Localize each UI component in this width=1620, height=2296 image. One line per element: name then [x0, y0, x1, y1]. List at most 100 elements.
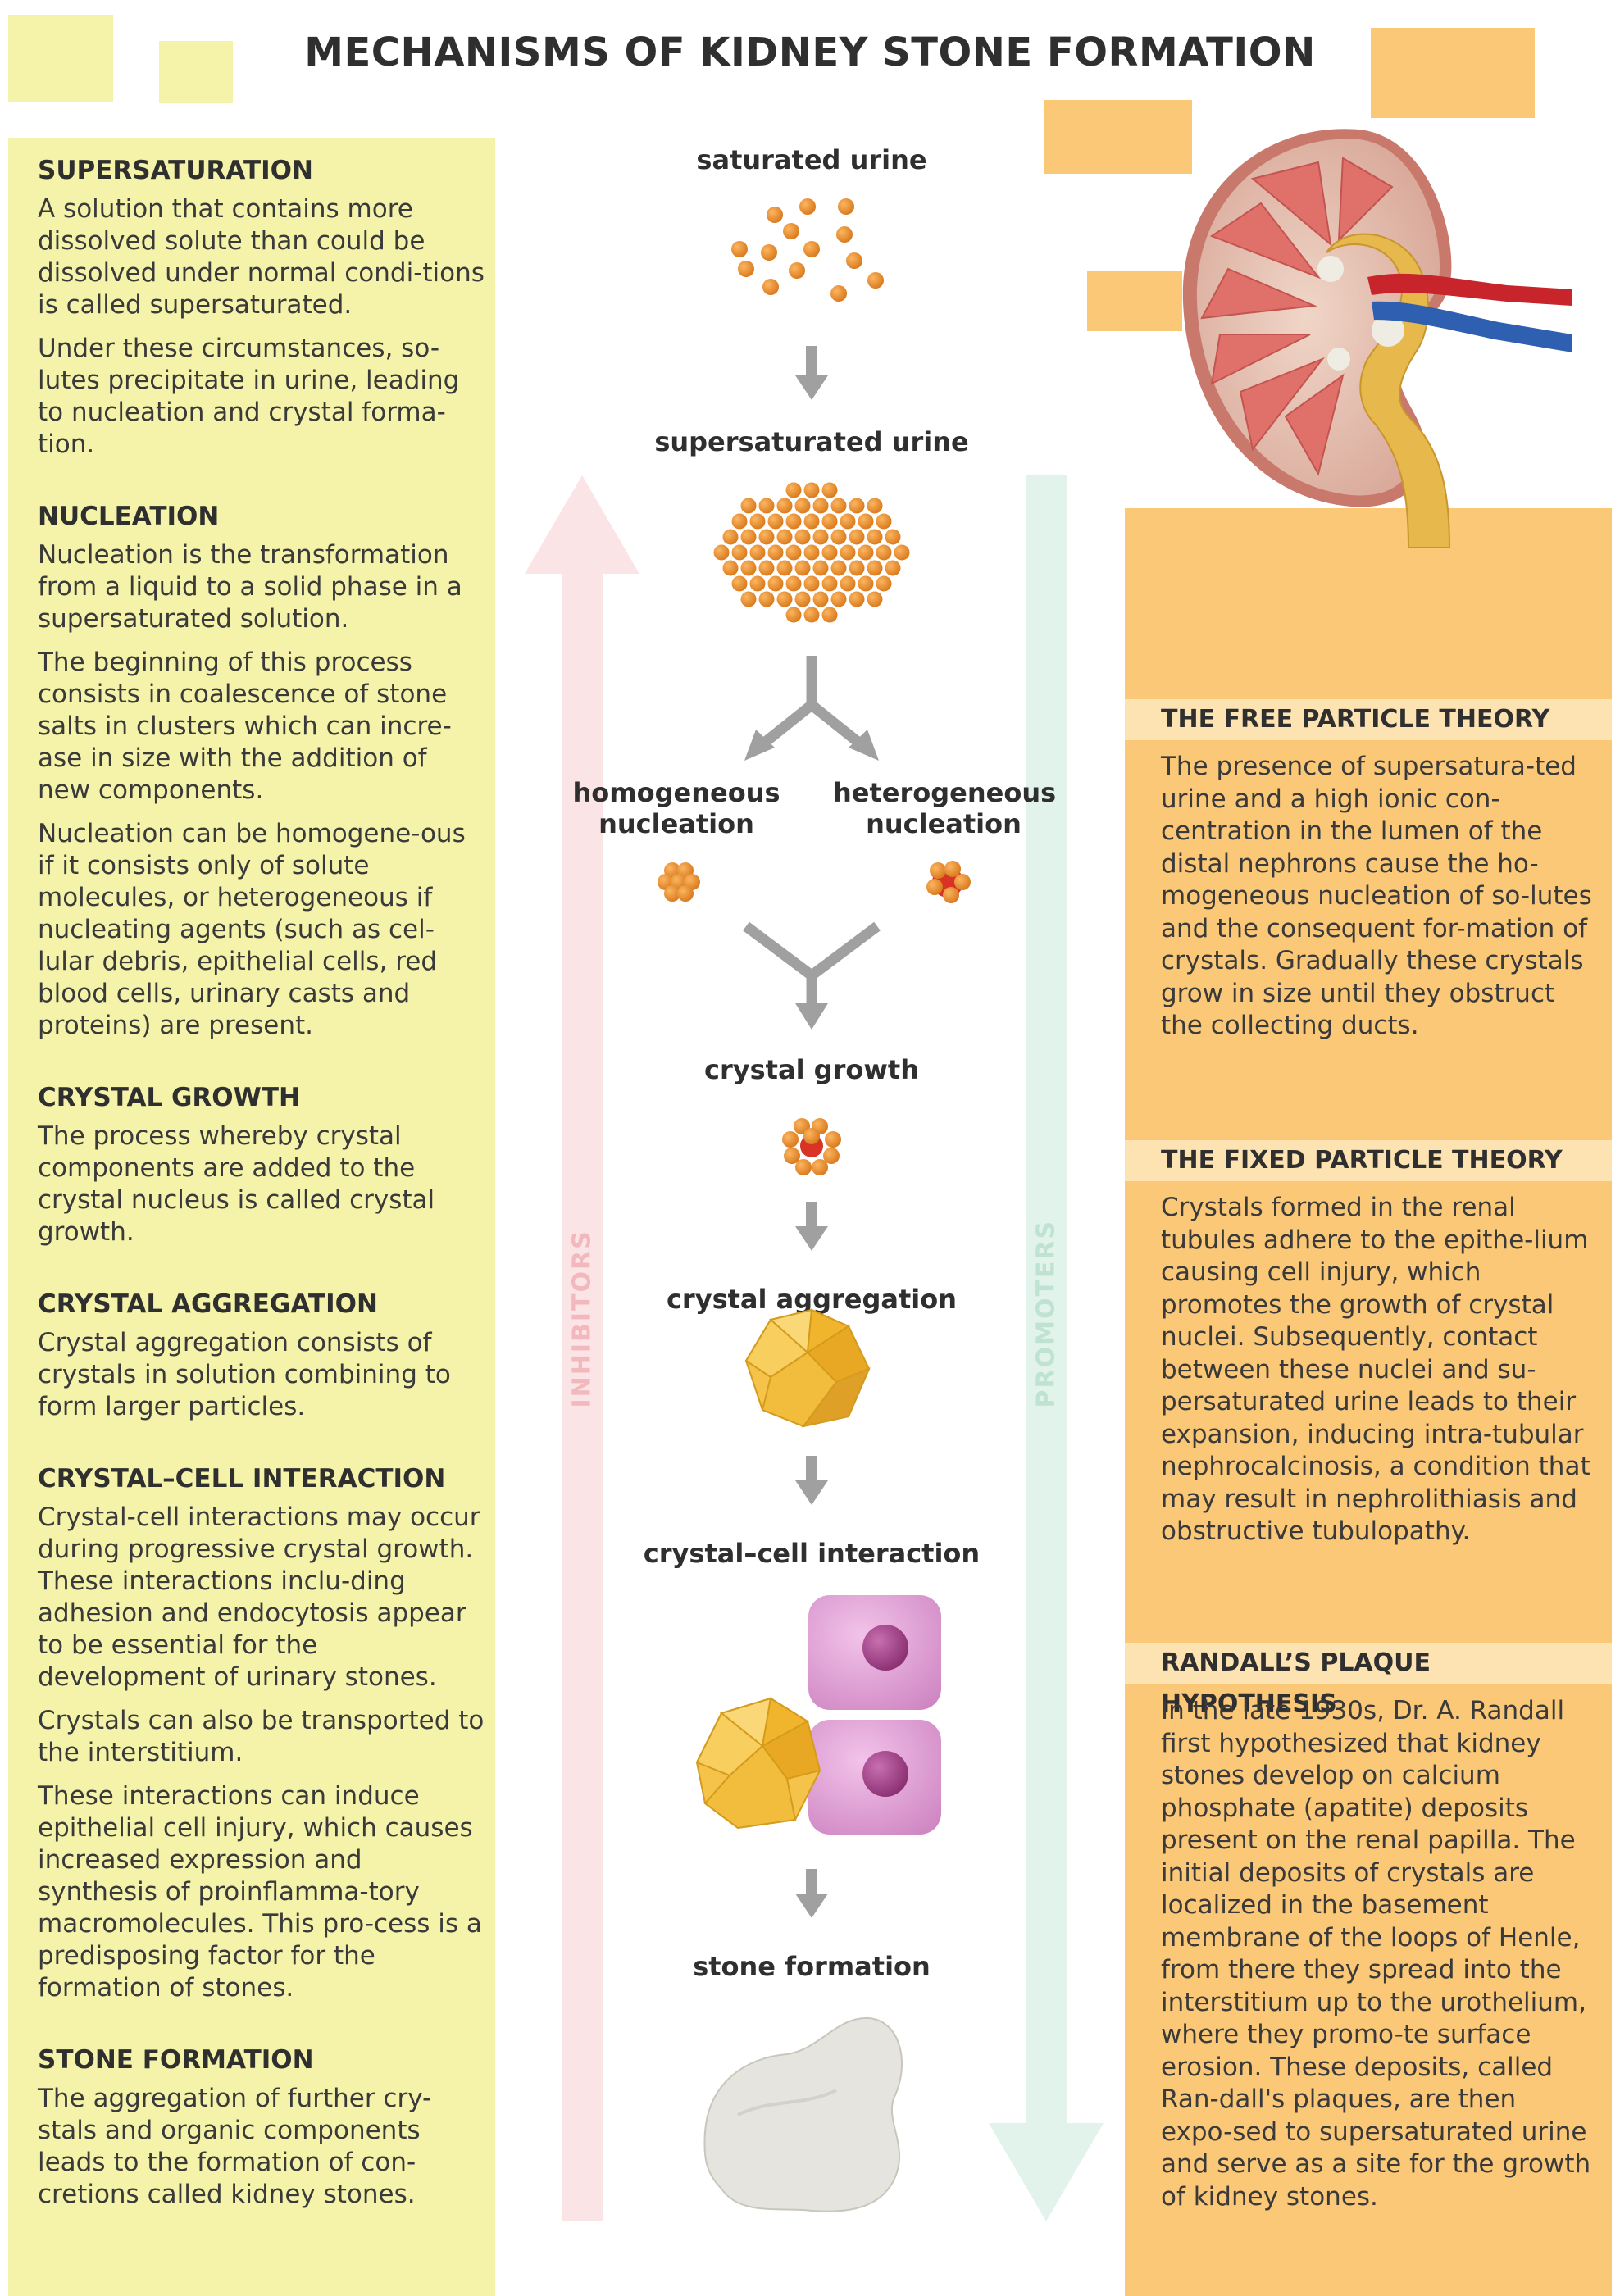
section-heading: SUPERSATURATION — [38, 156, 313, 185]
randall-body: In the late 1930s, Dr. A. Randall first … — [1161, 1696, 1591, 2212]
particle — [830, 498, 847, 514]
promoters-arrow — [989, 475, 1104, 2221]
particle — [749, 513, 766, 530]
section-heading: STONE FORMATION — [38, 2045, 314, 2075]
particle — [840, 544, 856, 561]
particle — [785, 544, 802, 561]
particle — [776, 591, 793, 607]
crystal-cell-interaction-label: crystal–cell interaction — [643, 1538, 981, 1569]
section-paragraph: Nucleation can be homogene-ous if it con… — [38, 819, 466, 1040]
particle — [749, 575, 766, 592]
section-nucleation: NUCLEATION Nucleation is the transformat… — [38, 502, 487, 1042]
particle — [767, 544, 784, 561]
section-paragraph: A solution that contains more dissolved … — [38, 194, 485, 320]
particle — [885, 529, 901, 545]
crystal-growth-cluster — [782, 1118, 841, 1175]
particle — [785, 575, 802, 592]
particle — [722, 529, 739, 545]
fixed-particle-body: Crystals formed in the renal tubules adh… — [1161, 1193, 1590, 1546]
stone-formation-label: stone formation — [693, 1951, 931, 1982]
particle — [812, 560, 829, 576]
flow-arrow — [795, 1202, 828, 1251]
heterogeneous-nucleation-label: heterogeneous nucleation — [833, 777, 1057, 839]
particle — [794, 591, 811, 607]
supersaturated-urine-label: supersaturated urine — [654, 426, 969, 457]
section-heading: NUCLEATION — [38, 502, 220, 531]
particle — [758, 591, 775, 607]
section-paragraph: Crystal aggregation consists of crystals… — [38, 1328, 451, 1421]
particle — [758, 529, 775, 545]
particle — [794, 560, 811, 576]
section-stone-formation: STONE FORMATION The aggregation of furth… — [38, 2045, 487, 2211]
section-heading: CRYSTAL GROWTH — [38, 1083, 300, 1112]
homogeneous-nucleation-label: homogeneous nucleation — [572, 777, 780, 839]
particle — [840, 513, 856, 530]
particle — [731, 575, 748, 592]
particle — [731, 513, 748, 530]
particle — [885, 560, 901, 576]
left-panel: SUPERSATURATION A solution that contains… — [8, 138, 495, 2296]
particle — [830, 529, 847, 545]
particle — [849, 498, 865, 514]
particle — [740, 591, 757, 607]
particle — [876, 575, 892, 592]
particle — [767, 513, 784, 530]
particle — [867, 591, 883, 607]
particle — [803, 607, 820, 623]
crystal-growth-label: crystal growth — [704, 1054, 919, 1085]
particle — [849, 591, 865, 607]
heterogeneous-cluster — [926, 861, 971, 903]
particle — [785, 482, 802, 498]
decor-square — [1371, 28, 1535, 118]
particle — [803, 513, 820, 530]
merge-arrow — [743, 921, 881, 1008]
particle — [713, 544, 730, 561]
section-heading: CRYSTAL AGGREGATION — [38, 1289, 378, 1319]
kidney-stone — [703, 2016, 903, 2212]
particle — [812, 498, 829, 514]
section-crystal-growth: CRYSTAL GROWTH The process whereby cryst… — [38, 1083, 487, 1248]
section-paragraph: The aggregation of further cry-stals and… — [38, 2084, 432, 2209]
particle — [794, 529, 811, 545]
split-arrow — [758, 656, 865, 749]
crystal-adhering — [695, 1697, 821, 1830]
decor-square — [8, 15, 113, 102]
section-paragraph: The process whereby crystal components a… — [38, 1121, 435, 1247]
section-paragraph: These interactions can induce epithelial… — [38, 1781, 482, 2003]
particle — [776, 529, 793, 545]
particle — [849, 529, 865, 545]
particle — [785, 607, 802, 623]
particle — [894, 544, 910, 561]
section-paragraph: The beginning of this process consists i… — [38, 648, 452, 805]
particle — [867, 560, 883, 576]
particle — [803, 482, 820, 498]
particle — [867, 498, 883, 514]
page-title: MECHANISMS OF KIDNEY STONE FORMATION — [304, 30, 1316, 75]
particle — [740, 529, 757, 545]
saturated-urine-label: saturated urine — [696, 144, 927, 175]
right-panel — [1125, 508, 1612, 2296]
section-crystal-cell-interaction: CRYSTAL–CELL INTERACTION Crystal-cell in… — [38, 1464, 487, 2004]
section-supersaturation: SUPERSATURATION A solution that contains… — [38, 156, 487, 461]
particle — [821, 607, 838, 623]
particle — [812, 529, 829, 545]
particle — [858, 544, 874, 561]
particle — [776, 560, 793, 576]
particle — [803, 575, 820, 592]
particle — [803, 544, 820, 561]
flow-arrow — [795, 1869, 828, 1918]
particle — [758, 498, 775, 514]
free-particle-body: The presence of supersatura-ted urine an… — [1161, 752, 1592, 1040]
particle — [821, 544, 838, 561]
section-paragraph: Nucleation is the transformation from a … — [38, 540, 462, 634]
saturated-particles — [731, 198, 884, 302]
particle — [722, 560, 739, 576]
particle — [776, 498, 793, 514]
particle — [731, 544, 748, 561]
particle — [758, 560, 775, 576]
section-paragraph: Crystals can also be transported to the … — [38, 1706, 485, 1767]
particle — [858, 575, 874, 592]
particle — [740, 498, 757, 514]
randall-heading: RANDALL’S PLAQUE HYPOTHESIS — [1125, 1643, 1612, 1718]
particle — [749, 544, 766, 561]
